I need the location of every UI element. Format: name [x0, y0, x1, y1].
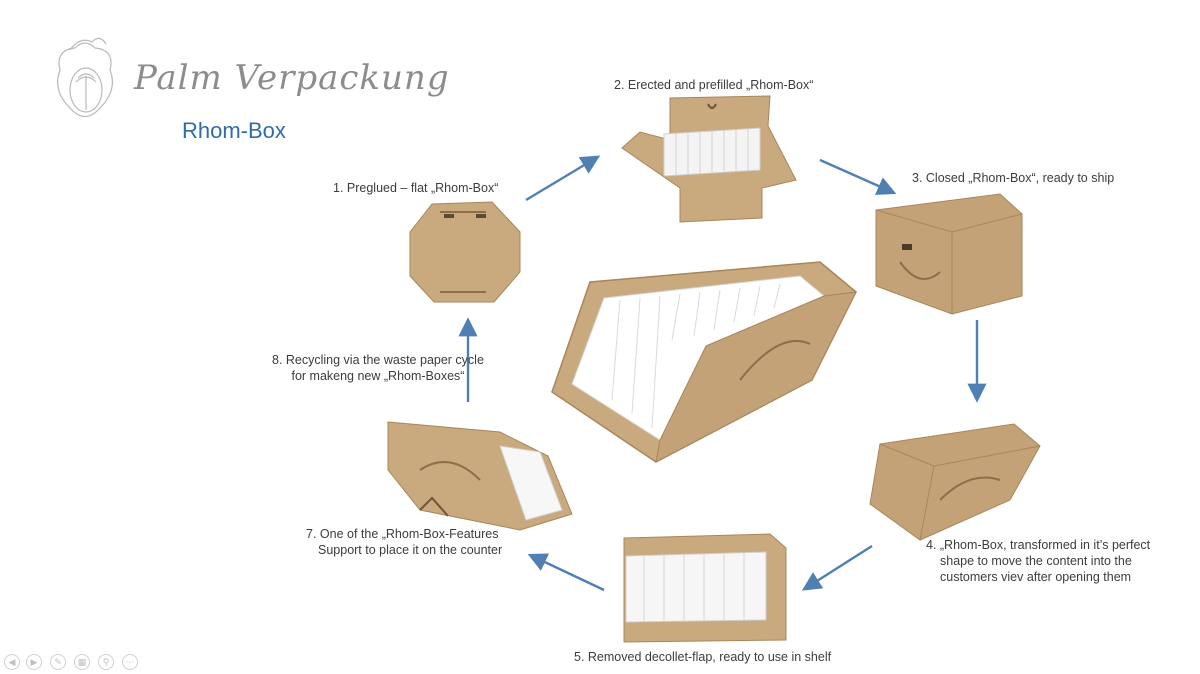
step-5-caption: 5. Removed decollet-flap, ready to use i… — [574, 650, 832, 664]
center-box-image — [551, 261, 857, 463]
step-8-caption: 8. Recycling via the waste paper cycle f… — [272, 352, 484, 384]
erected-box-image — [621, 95, 797, 223]
step-3-caption: 3. Closed „Rhom-Box“, ready to ship — [912, 171, 1115, 185]
more-icon[interactable]: ⋯ — [122, 654, 138, 670]
step-4-line-2: shape to move the content into the — [940, 554, 1132, 568]
pen-icon[interactable]: ✎ — [50, 654, 66, 670]
next-icon[interactable]: ▶ — [26, 654, 42, 670]
flat-box-image — [409, 201, 521, 303]
transformed-box-image — [869, 423, 1041, 541]
zoom-icon[interactable]: ⚲ — [98, 654, 114, 670]
step-7-line-1: 7. One of the „Rhom-Box-Features — [306, 527, 499, 541]
step-4-line-3: customers viev after opening them — [940, 570, 1132, 584]
closed-box-image — [875, 193, 1023, 315]
cycle-arrows — [458, 155, 987, 592]
step-8-line-1: 8. Recycling via the waste paper cycle — [272, 353, 484, 367]
step-8-line-2: for makeng new „Rhom-Boxes“ — [291, 369, 465, 383]
step-1-caption: 1. Preglued – flat „Rhom-Box“ — [333, 181, 499, 195]
shelf-box-image — [623, 533, 787, 643]
crest-logo — [57, 37, 113, 118]
counter-box-image — [387, 421, 573, 531]
step-7-caption: 7. One of the „Rhom-Box-Features Support… — [306, 526, 502, 558]
step-7-line-2: Support to place it on the counter — [318, 543, 503, 557]
slides-icon[interactable]: ▦ — [74, 654, 90, 670]
step-4-line-1: 4. „Rhom-Box, transformed in it’s perfec… — [926, 538, 1151, 552]
slide-title: Rhom-Box — [182, 118, 286, 143]
brand-name: Palm Verpackung — [134, 58, 450, 98]
prev-icon[interactable]: ◀ — [4, 654, 20, 670]
step-4-caption: 4. „Rhom-Box, transformed in it’s perfec… — [926, 537, 1150, 585]
step-2-caption: 2. Erected and prefilled „Rhom-Box“ — [614, 78, 814, 92]
